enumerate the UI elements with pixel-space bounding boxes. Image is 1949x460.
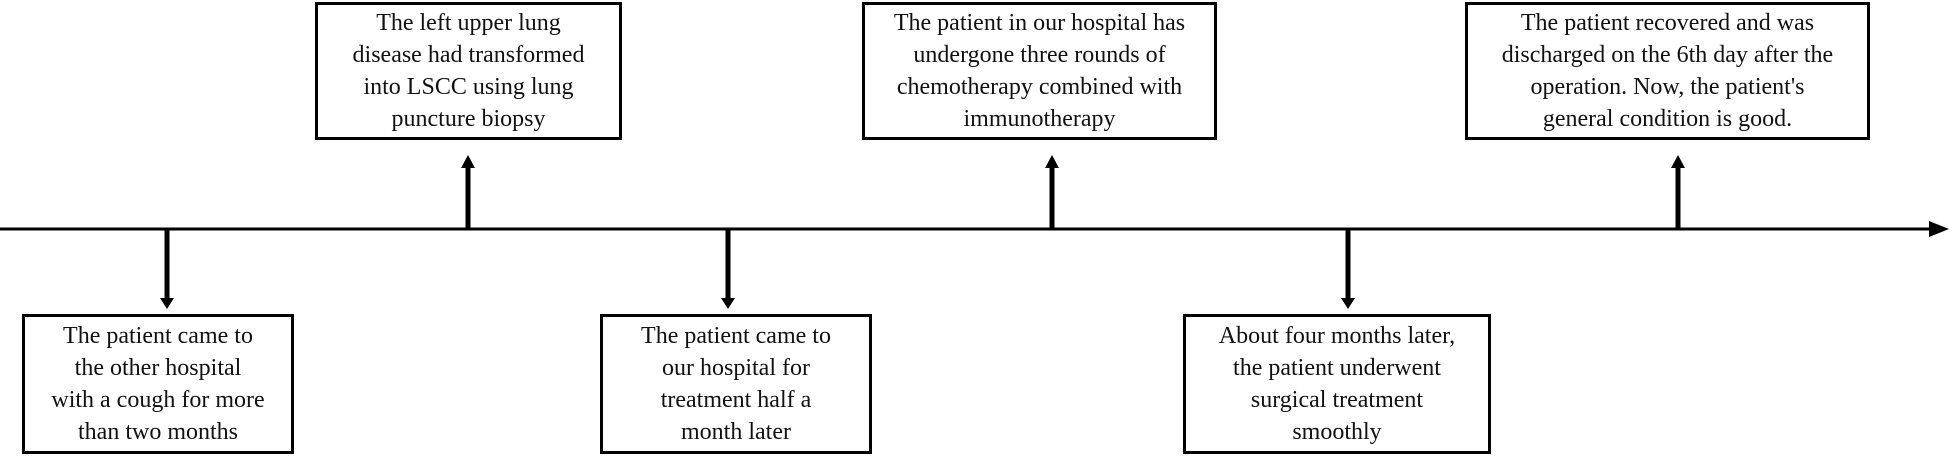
timeline-event-box: The patient recovered and was discharged…	[1465, 2, 1870, 140]
timeline-event-text: The left upper lung disease had transfor…	[352, 10, 585, 132]
timeline-event-text: The patient in our hospital has undergon…	[893, 10, 1186, 132]
timeline-event-box: The patient came to the other hospital w…	[22, 314, 294, 454]
timeline-event-text: The patient came to the other hospital w…	[51, 323, 265, 445]
timeline-event-box: The left upper lung disease had transfor…	[315, 2, 622, 140]
timeline-axis-arrowhead	[1929, 221, 1949, 237]
timeline-event-box: The patient in our hospital has undergon…	[862, 2, 1217, 140]
connector-arrowhead-event-6	[1671, 155, 1685, 168]
timeline-event-box: The patient came to our hospital for tre…	[600, 314, 872, 454]
connector-arrowhead-event-5	[1341, 298, 1355, 309]
timeline-event-text: The patient recovered and was discharged…	[1501, 10, 1834, 132]
connector-arrowhead-event-3	[721, 298, 735, 309]
timeline-event-text: About four months later, the patient und…	[1218, 323, 1456, 445]
connector-arrowhead-event-4	[1045, 155, 1059, 168]
timeline-event-box: About four months later, the patient und…	[1183, 314, 1491, 454]
timeline-event-text: The patient came to our hospital for tre…	[641, 323, 831, 445]
connector-arrowhead-event-2	[461, 155, 475, 168]
connector-arrowhead-event-1	[160, 298, 174, 309]
